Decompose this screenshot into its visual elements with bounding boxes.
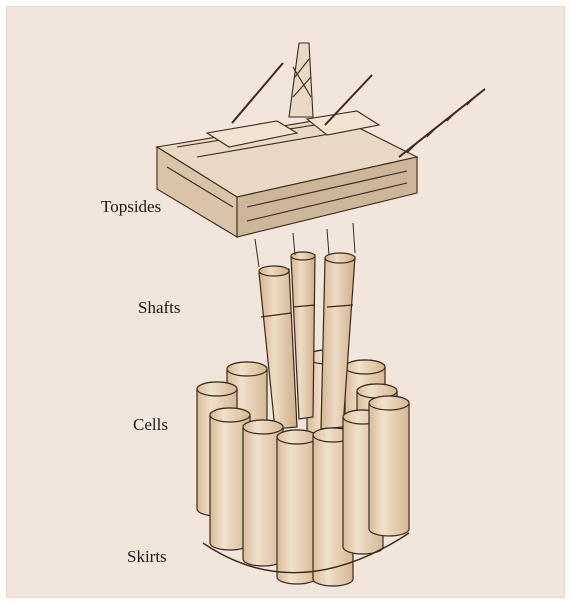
cell-top — [345, 360, 385, 374]
cell — [369, 396, 409, 536]
platform-figure: Topsides Shafts Cells Skirts — [6, 6, 565, 598]
cell — [277, 430, 317, 584]
shafts — [259, 252, 355, 429]
cell-top — [197, 382, 237, 396]
label-skirts: Skirts — [127, 547, 167, 567]
label-cells: Cells — [133, 415, 168, 435]
cell-top — [227, 362, 267, 376]
platform-illustration — [7, 7, 566, 599]
cell-top — [210, 408, 250, 422]
label-topsides: Topsides — [101, 197, 161, 217]
label-shafts: Shafts — [138, 298, 181, 318]
topsides — [157, 43, 485, 267]
cell-top — [243, 420, 283, 434]
cell-top — [277, 430, 317, 444]
shaft-right-top — [325, 253, 355, 263]
shaft-left-top — [259, 266, 289, 276]
crane-left — [232, 63, 283, 123]
cell-top — [369, 396, 409, 410]
